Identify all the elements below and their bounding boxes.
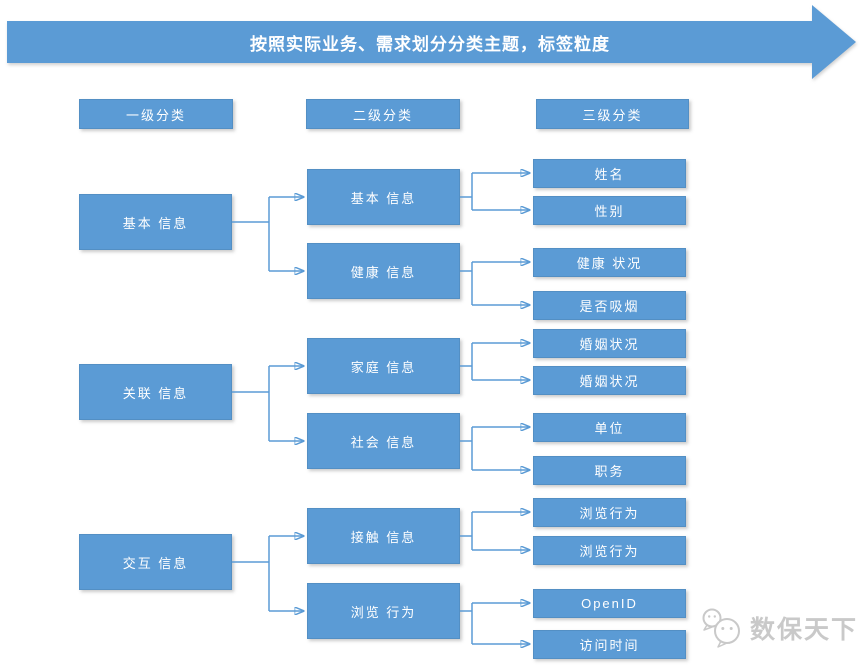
level3-box-browsing-behavior-2: 浏览行为 [533,536,686,565]
connector-elbow-l2-contact [460,512,473,550]
connector-elbow-l2-health [460,262,473,305]
level2-box-contact-info: 接触 信息 [307,508,460,564]
column-header-level3: 三级分类 [536,99,689,129]
column-header-level1: 一级分类 [79,99,233,129]
level3-box-health-status: 健康 状况 [533,248,686,277]
connector-elbow-l2-basic [460,173,473,210]
level1-box-basic-info: 基本 信息 [79,194,232,250]
level2-box-family-info: 家庭 信息 [307,338,460,394]
level3-box-name: 姓名 [533,159,686,188]
connector-elbow-l1-related [232,366,270,441]
connector-elbow-l1-basic [232,197,270,271]
column-header-level2: 二级分类 [306,99,460,129]
level1-box-related-info: 关联 信息 [79,364,232,420]
level3-box-smoking-status: 是否吸烟 [533,291,686,320]
level2-box-browsing-behavior: 浏览 行为 [307,583,460,639]
level3-box-openid: OpenID [533,589,686,618]
level2-box-basic-info: 基本 信息 [307,169,460,225]
level3-box-browsing-behavior-1: 浏览行为 [533,498,686,527]
wechat-icon [702,608,740,648]
banner-title: 按照实际业务、需求划分分类主题，标签粒度 [250,34,610,54]
level3-box-job-title: 职务 [533,456,686,485]
level3-box-visit-time: 访问时间 [533,630,686,659]
connector-elbow-l2-browsing [460,603,473,644]
level3-box-gender: 性别 [533,196,686,225]
level3-box-marital-status-2: 婚姻状况 [533,366,686,395]
level2-box-social-info: 社会 信息 [307,413,460,469]
level3-box-employer: 单位 [533,413,686,442]
level2-box-health-info: 健康 信息 [307,243,460,299]
connector-elbow-l2-social [460,427,473,470]
level1-box-interaction-info: 交互 信息 [79,534,232,590]
level3-box-marital-status-1: 婚姻状况 [533,329,686,358]
connector-elbow-l2-family [460,343,473,380]
banner-arrow [7,5,856,79]
connector-elbow-l1-interaction [232,536,270,611]
watermark-text: 数保天下 [750,616,859,644]
watermark: 数保天下 [700,606,858,650]
